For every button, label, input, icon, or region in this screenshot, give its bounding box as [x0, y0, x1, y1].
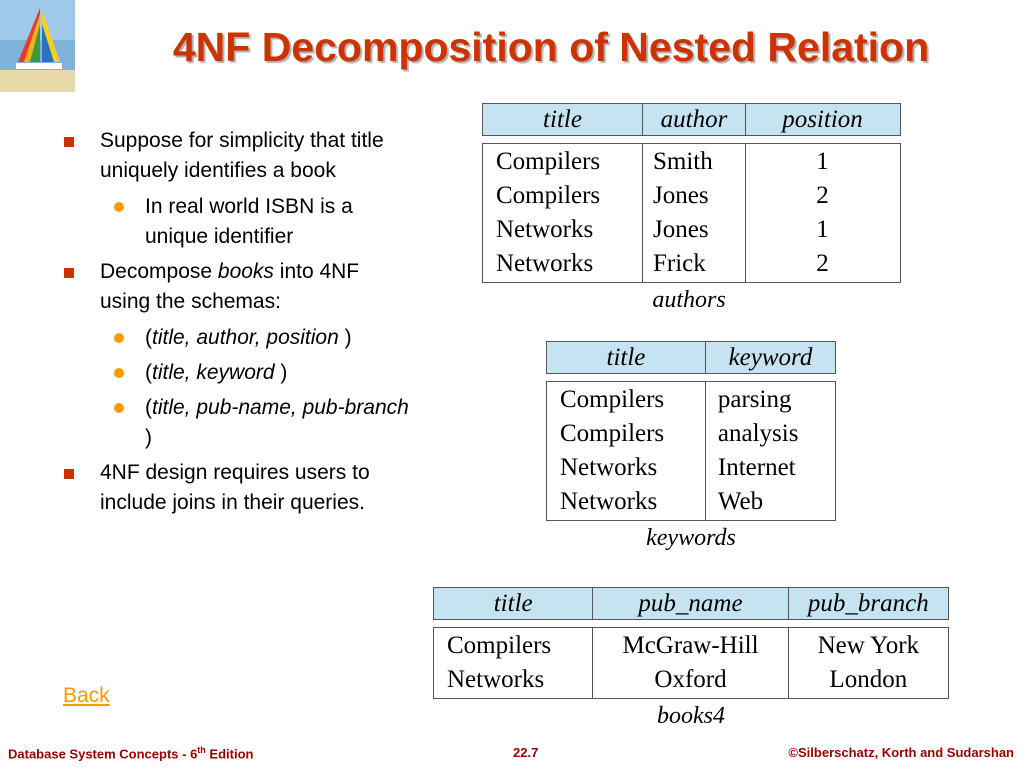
- relation-column: Smith Jones Jones Frick: [643, 144, 746, 282]
- bullet-text: Suppose for simplicity that title unique…: [100, 129, 384, 182]
- sub-bullet-item: In real world ISBN is a unique identifie…: [62, 192, 412, 252]
- relation-column: Compilers Networks: [434, 628, 594, 698]
- relation-cell: Smith: [653, 148, 713, 175]
- sub-bullet-item: (title, author, position ): [62, 323, 412, 353]
- sub-bullet-item: (title, pub-name, pub-branch ): [62, 393, 412, 453]
- relation-name: books4: [657, 703, 725, 729]
- relation-column: parsing analysis Internet Web: [706, 382, 835, 520]
- relation-cell: Networks: [496, 216, 594, 243]
- bullet-text-pre: Decompose: [100, 260, 218, 283]
- footer-page-number: 22.7: [513, 745, 539, 760]
- relation-cell: Compilers: [496, 148, 601, 175]
- relation-cell: Compilers: [560, 420, 665, 447]
- relation-cell: Networks: [447, 666, 545, 693]
- relation-header: title pub_name pub_branch: [433, 587, 949, 620]
- footer-book-edition: Edition: [205, 746, 254, 762]
- relation-column: Compilers Compilers Networks Networks: [483, 144, 643, 282]
- bullet-text: In real world ISBN is a unique identifie…: [145, 195, 353, 248]
- relation-cell: Jones: [653, 182, 709, 209]
- dot-bullet-icon: [114, 403, 124, 413]
- bullet-item: Decompose books into 4NF using the schem…: [62, 257, 412, 317]
- column-header: author: [643, 104, 746, 135]
- back-link[interactable]: Back: [63, 684, 110, 707]
- bullet-text-italic: title, keyword: [152, 361, 275, 384]
- bullet-text-italic: books: [217, 260, 274, 283]
- relation-cell: London: [829, 666, 908, 693]
- relation-cell: parsing: [717, 386, 792, 413]
- square-bullet-icon: [64, 469, 74, 479]
- relation-cell: Compilers: [496, 182, 601, 209]
- relation-cell: McGraw-Hill: [622, 632, 759, 659]
- bullet-list: Suppose for simplicity that title unique…: [62, 126, 412, 524]
- relation-header: title keyword: [546, 341, 836, 374]
- footer-book-text: Database System Concepts - 6: [8, 746, 198, 762]
- relation-body: Compilers Compilers Networks Networks Sm…: [482, 143, 901, 283]
- relation-cell: Internet: [717, 454, 796, 481]
- relation-column: New York London: [789, 628, 948, 698]
- column-header: title: [434, 588, 594, 619]
- bullet-text-post: into 4NF using the schemas:: [100, 260, 360, 313]
- bullet-text-post: ): [145, 426, 152, 449]
- bullet-text-pre: (: [145, 396, 152, 419]
- relation-cell: Oxford: [654, 666, 727, 693]
- relation-cell: Jones: [653, 216, 709, 243]
- relation-column: 1 2 1 2: [746, 144, 899, 282]
- bullet-item: Suppose for simplicity that title unique…: [62, 126, 412, 186]
- bullet-text-post: ): [274, 361, 288, 384]
- dot-bullet-icon: [114, 368, 124, 378]
- books4-relation: title pub_name pub_branch Compilers Netw…: [433, 587, 949, 730]
- relation-body: Compilers Compilers Networks Networks pa…: [546, 381, 836, 521]
- bullet-text: 4NF design requires users to include joi…: [100, 461, 370, 514]
- square-bullet-icon: [64, 137, 74, 147]
- relation-name: keywords: [646, 525, 736, 551]
- relation-cell: Networks: [560, 454, 658, 481]
- footer-copyright: ©Silberschatz, Korth and Sudarshan: [788, 745, 1014, 760]
- relation-column: McGraw-Hill Oxford: [593, 628, 789, 698]
- relation-column: Compilers Compilers Networks Networks: [547, 382, 706, 520]
- relation-body: Compilers Networks McGraw-Hill Oxford Ne…: [433, 627, 949, 699]
- relation-cell: Compilers: [447, 632, 552, 659]
- column-header: title: [483, 104, 643, 135]
- column-header: pub_name: [593, 588, 789, 619]
- relation-cell: Networks: [496, 250, 594, 277]
- square-bullet-icon: [64, 268, 74, 278]
- authors-relation: title author position Compilers Compiler…: [482, 103, 901, 314]
- relation-cell: Compilers: [560, 386, 665, 413]
- dot-bullet-icon: [114, 202, 124, 212]
- relation-cell: 2: [816, 182, 829, 209]
- sailboat-logo-icon: [0, 0, 75, 92]
- footer-superscript: th: [197, 745, 206, 755]
- relation-cell: 1: [816, 216, 829, 243]
- relation-name: authors: [652, 287, 726, 313]
- column-header: position: [782, 106, 863, 133]
- column-header: title: [547, 342, 706, 373]
- relation-cell: Frick: [653, 250, 706, 277]
- slide-footer: Database System Concepts - 6th Edition 2…: [0, 745, 1024, 765]
- sub-bullet-item: (title, keyword ): [62, 358, 412, 388]
- relation-cell: 2: [816, 250, 829, 277]
- relation-cell: analysis: [717, 420, 799, 447]
- bullet-item: 4NF design requires users to include joi…: [62, 458, 412, 518]
- bullet-text-pre: (: [145, 326, 152, 349]
- bullet-text-post: ): [338, 326, 352, 349]
- relation-cell: Web: [717, 488, 764, 515]
- relation-cell: 1: [816, 148, 829, 175]
- relation-cell: Networks: [560, 488, 658, 515]
- bullet-text-italic: title, pub-name, pub-branch: [152, 396, 409, 419]
- keywords-relation: title keyword Compilers Compilers Networ…: [546, 341, 836, 552]
- column-header: pub_branch: [807, 590, 929, 617]
- relation-header: title author position: [482, 103, 901, 136]
- bullet-text-pre: (: [145, 361, 152, 384]
- footer-book-title: Database System Concepts - 6th Edition: [8, 745, 253, 761]
- slide-title: 4NF Decomposition of Nested Relation: [172, 24, 930, 70]
- dot-bullet-icon: [114, 333, 124, 343]
- relation-cell: New York: [817, 632, 920, 659]
- bullet-text-italic: title, author, position: [152, 326, 339, 349]
- column-header: keyword: [728, 344, 813, 371]
